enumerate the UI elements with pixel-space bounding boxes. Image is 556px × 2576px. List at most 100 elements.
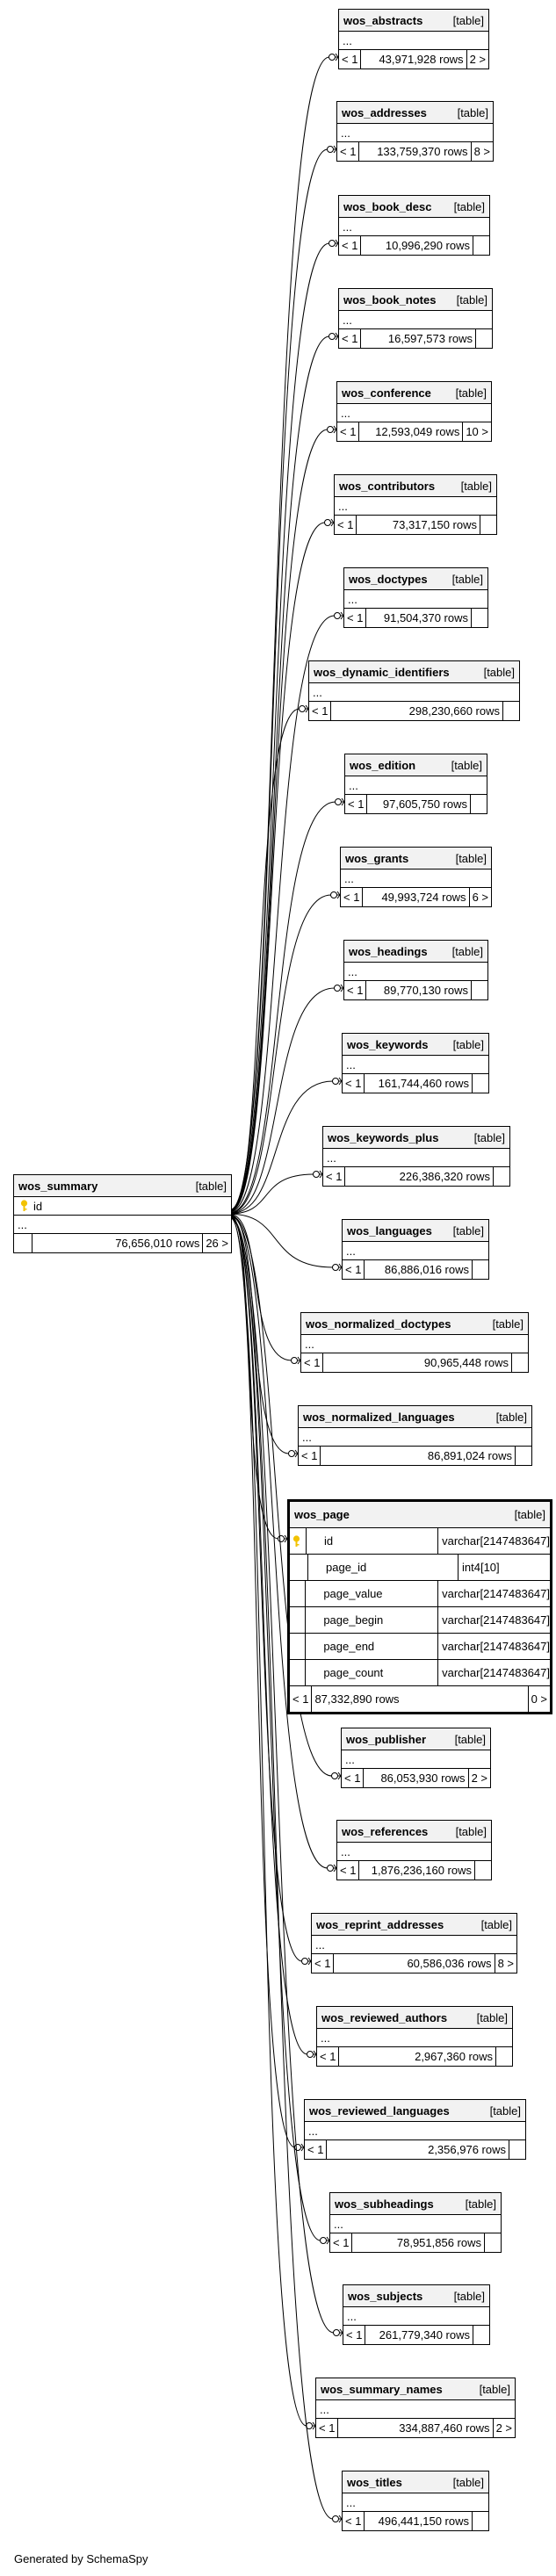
relationship-line xyxy=(229,242,330,1211)
row-count: 161,744,460 rows xyxy=(365,1074,473,1093)
optional-marker xyxy=(329,240,336,247)
table-name: wos_normalized_doctypes xyxy=(306,1317,451,1331)
ellipsis: ... xyxy=(302,1430,312,1444)
ellipsis-row: ... xyxy=(344,963,487,981)
relationship-line xyxy=(229,1216,308,2055)
child-count: 2 > xyxy=(469,53,486,66)
ellipsis: ... xyxy=(348,592,357,606)
ellipsis-row: ... xyxy=(14,1216,231,1234)
many-marker xyxy=(330,518,335,523)
row-count: 334,887,460 rows xyxy=(338,2419,494,2437)
row-count: 60,586,036 rows xyxy=(334,1954,495,1973)
optional-marker xyxy=(330,891,337,898)
many-marker xyxy=(333,1864,337,1869)
many-marker xyxy=(319,1170,323,1175)
ellipsis-row: ... xyxy=(343,2493,488,2512)
table-header: wos_reviewed_languages[table] xyxy=(305,2100,525,2122)
optional-marker xyxy=(333,2329,340,2336)
ellipsis-row: ... xyxy=(323,1149,509,1167)
ellipsis-row: ... xyxy=(339,32,488,50)
table-kind: [table] xyxy=(453,2289,485,2303)
table-kind: [table] xyxy=(452,2475,484,2489)
row-count: 133,759,370 rows xyxy=(359,142,472,161)
many-marker xyxy=(284,1538,288,1543)
many-marker xyxy=(312,2425,316,2430)
optional-marker xyxy=(301,1958,308,1965)
generated-by-note: Generated by SchemaSpy xyxy=(14,2552,148,2565)
relationship-line xyxy=(229,1173,314,1215)
row-count: 261,779,340 rows xyxy=(365,2326,473,2344)
table-header: wos_grants[table] xyxy=(341,848,491,869)
many-marker xyxy=(338,1263,343,1268)
table-header: wos_edition[table] xyxy=(345,754,487,776)
child-count xyxy=(472,981,487,999)
column-row[interactable]: id xyxy=(14,1197,231,1216)
child-count xyxy=(473,236,489,255)
column-name: page_id xyxy=(308,1555,459,1580)
table-name: wos_addresses xyxy=(342,105,427,119)
parent-count: < 1 xyxy=(335,516,357,534)
parent-count: < 1 xyxy=(344,609,367,627)
table-name: wos_grants xyxy=(345,851,409,865)
table-name: wos_normalized_languages xyxy=(303,1410,455,1424)
column-type: varchar[2147483647] xyxy=(442,1640,550,1653)
optional-marker xyxy=(313,1171,320,1178)
relationship-line xyxy=(229,801,336,1213)
table-name: wos_book_desc xyxy=(343,199,432,213)
table-kind: [table] xyxy=(480,1917,512,1931)
table-name: wos_book_notes xyxy=(343,292,437,307)
table-header: wos_languages[table] xyxy=(343,1220,488,1242)
table-header: wos_abstracts[table] xyxy=(339,10,488,32)
ellipsis-row: ... xyxy=(342,1750,490,1769)
table-kind: [table] xyxy=(483,665,515,679)
table-header: wos_addresses[table] xyxy=(337,102,493,124)
relationship-line xyxy=(229,1215,329,1869)
child-count: 2 > xyxy=(471,1771,487,1785)
many-marker xyxy=(335,239,339,244)
row-count: 12,593,049 rows xyxy=(359,422,464,441)
table-header: wos_book_notes[table] xyxy=(339,289,492,311)
table-header: wos_keywords_plus[table] xyxy=(323,1127,509,1149)
key-cell xyxy=(290,1607,307,1633)
optional-marker xyxy=(320,2237,327,2244)
table-header: wos_publisher[table] xyxy=(342,1728,490,1750)
many-marker xyxy=(335,56,339,61)
